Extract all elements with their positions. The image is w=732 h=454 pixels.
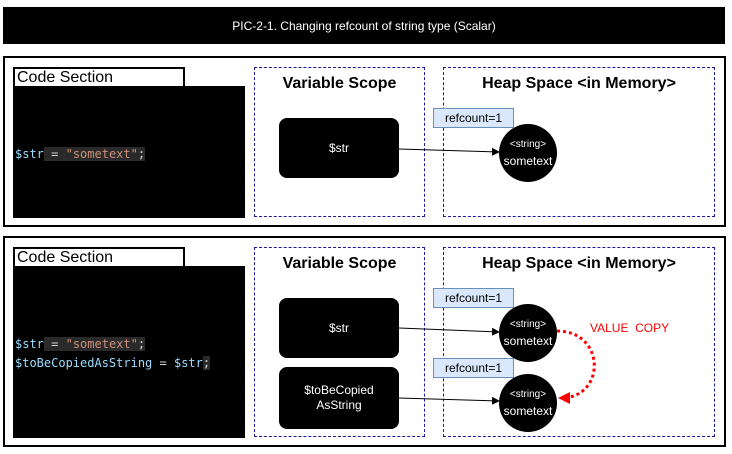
heap-string-node: <string> sometext	[499, 304, 557, 362]
diagram-title: PIC-2-1. Changing refcount of string typ…	[3, 7, 725, 44]
variable-name-line-1: $toBeCopied	[304, 383, 374, 397]
code-token-variable: $str	[15, 147, 44, 161]
value-copy-label: VALUE COPY	[590, 321, 670, 335]
code-line-copy-assign: $toBeCopiedAsString = $str;	[15, 355, 211, 371]
code-token-semicolon: ;	[137, 147, 146, 161]
heap-space-title: Heap Space <in Memory>	[482, 255, 676, 272]
variable-scope-box	[254, 67, 425, 217]
variable-scope-box	[254, 247, 425, 437]
code-token-string: "sometext"	[65, 147, 138, 161]
heap-string-node-copy: <string> sometext	[499, 374, 557, 432]
variable-scope-title: Variable Scope	[282, 255, 397, 272]
heap-string-node: <string> sometext	[499, 124, 557, 182]
variable-name-line-2: AsString	[316, 398, 362, 412]
code-token-string: "sometext"	[65, 337, 138, 351]
heap-string-type: <string>	[509, 139, 547, 150]
code-token-operator: =	[152, 356, 174, 370]
refcount-label: refcount=1	[433, 108, 514, 128]
heap-string-value: sometext	[503, 334, 553, 348]
code-section-background	[13, 266, 245, 438]
code-token-operator: =	[43, 147, 66, 161]
code-token-variable: $toBeCopiedAsString	[15, 356, 153, 370]
heap-string-value: sometext	[503, 154, 553, 168]
code-line-assign-str: $str = "sometext";	[15, 146, 146, 162]
heap-space-box	[443, 247, 715, 437]
refcount-label: refcount=1	[433, 288, 514, 308]
variable-str: $str	[279, 118, 399, 178]
variable-to-be-copied-as-string: $toBeCopied AsString	[279, 367, 399, 429]
code-token-variable: $str	[15, 337, 44, 351]
variable-str: $str	[279, 298, 399, 358]
code-section-label: Code Section	[13, 247, 185, 268]
code-token-semicolon: ;	[202, 356, 211, 370]
heap-string-type: <string>	[509, 319, 547, 330]
heap-string-type: <string>	[509, 389, 547, 400]
heap-space-box	[443, 67, 715, 217]
code-token-variable: $str	[173, 356, 203, 370]
code-section-label: Code Section	[13, 67, 185, 88]
refcount-label: refcount=1	[433, 358, 514, 378]
heap-space-title: Heap Space <in Memory>	[482, 75, 676, 92]
heap-string-value: sometext	[503, 404, 553, 418]
code-token-operator: =	[43, 337, 66, 351]
code-token-semicolon: ;	[137, 337, 146, 351]
variable-scope-title: Variable Scope	[282, 75, 397, 92]
code-line-assign-str: $str = "sometext";	[15, 336, 146, 352]
